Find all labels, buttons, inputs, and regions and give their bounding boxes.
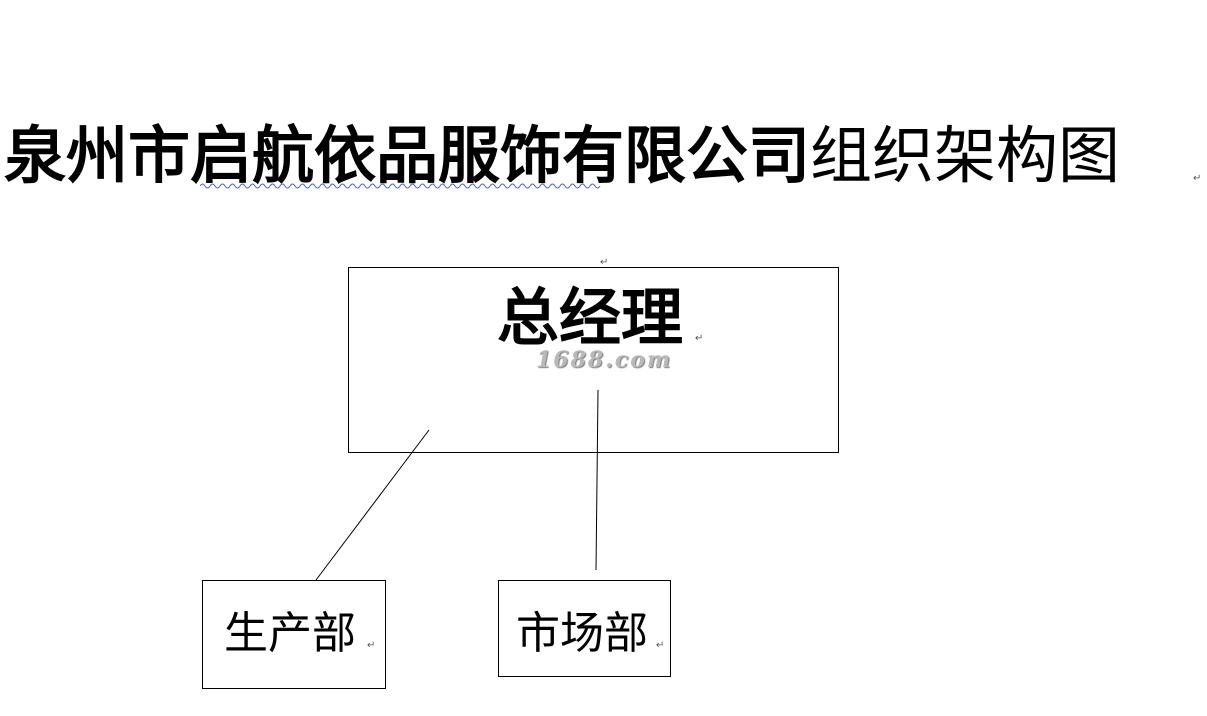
watermark: 1688.com <box>536 347 673 373</box>
paragraph-mark: ↵ <box>695 333 704 344</box>
paragraph-mark: ↵ <box>656 640 665 651</box>
marketing-department-box[interactable] <box>498 580 671 677</box>
marketing-department-label: 市场部 <box>516 608 648 659</box>
paragraph-mark: ↵ <box>367 640 376 651</box>
spellcheck-underline <box>200 183 601 189</box>
general-manager-box[interactable] <box>348 267 839 453</box>
production-department-box[interactable] <box>202 580 386 689</box>
title-suffix: 组织架构图 <box>810 119 1121 192</box>
production-department-label: 生产部 <box>224 608 356 659</box>
title-company-name: 泉州市启航依品服饰有限公司 <box>4 119 811 192</box>
paragraph-mark: ↵ <box>1193 173 1202 184</box>
chart-title: 泉州市启航依品服饰有限公司组织架构图 <box>4 116 1120 196</box>
general-manager-label: 总经理 <box>497 281 684 354</box>
paragraph-mark: ↵ <box>600 257 609 268</box>
